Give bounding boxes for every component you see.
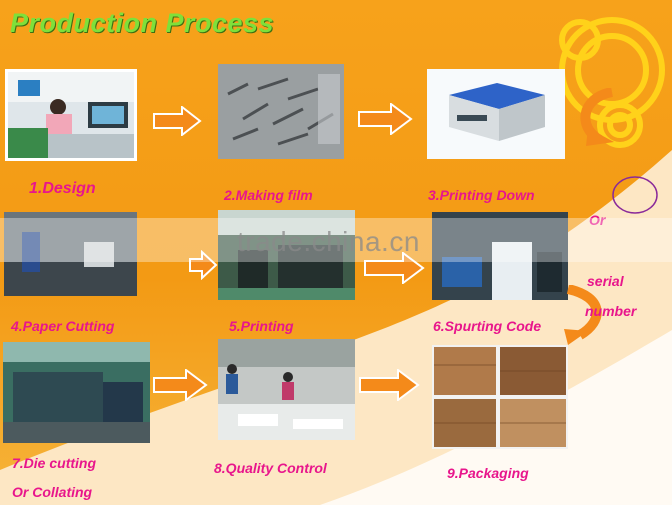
step-label-design: 1.Design <box>29 180 96 197</box>
curved-arrow-icon <box>580 88 614 146</box>
step-label-or-collating: Or Collating <box>12 484 93 500</box>
paper-cutting-photo <box>4 212 137 296</box>
packaging-cartons-photo <box>432 345 568 449</box>
coding-machine-photo <box>432 212 568 300</box>
page-title: Production Process <box>10 8 275 38</box>
arrow-right-icon <box>364 252 425 284</box>
step-label-quality-control: 8.Quality Control <box>214 460 327 476</box>
watermark-text: trade.china.cn <box>237 226 420 257</box>
step-label-printing-down: 3.Printing Down <box>428 187 535 203</box>
film-strips-photo <box>218 64 344 159</box>
side-note-or: Or <box>589 212 606 228</box>
arrow-right-icon <box>189 250 218 280</box>
die-cutting-photo <box>3 342 150 443</box>
side-note-number: number <box>585 303 637 319</box>
step-label-packaging: 9.Packaging <box>447 465 529 481</box>
curved-arrow-icon <box>564 285 602 345</box>
arrow-right-icon <box>153 369 208 401</box>
step-label-printing: 5.Printing <box>229 318 294 334</box>
exposure-machine-photo <box>427 69 565 159</box>
side-note-serial: serial <box>587 273 624 289</box>
arrow-right-icon <box>358 103 413 135</box>
office-design-photo <box>5 69 137 161</box>
step-label-spurting-code: 6.Spurting Code <box>433 318 542 334</box>
arrow-right-icon <box>153 106 202 136</box>
quality-control-photo <box>218 339 355 440</box>
step-label-making-film: 2.Making film <box>224 187 313 203</box>
step-label-paper-cutting: 4.Paper Cutting <box>11 318 115 334</box>
step-label-die-cutting: 7.Die cutting <box>12 455 97 471</box>
arrow-right-icon <box>359 369 420 401</box>
printing-hall-photo <box>218 210 355 300</box>
watermark-band <box>0 218 672 262</box>
